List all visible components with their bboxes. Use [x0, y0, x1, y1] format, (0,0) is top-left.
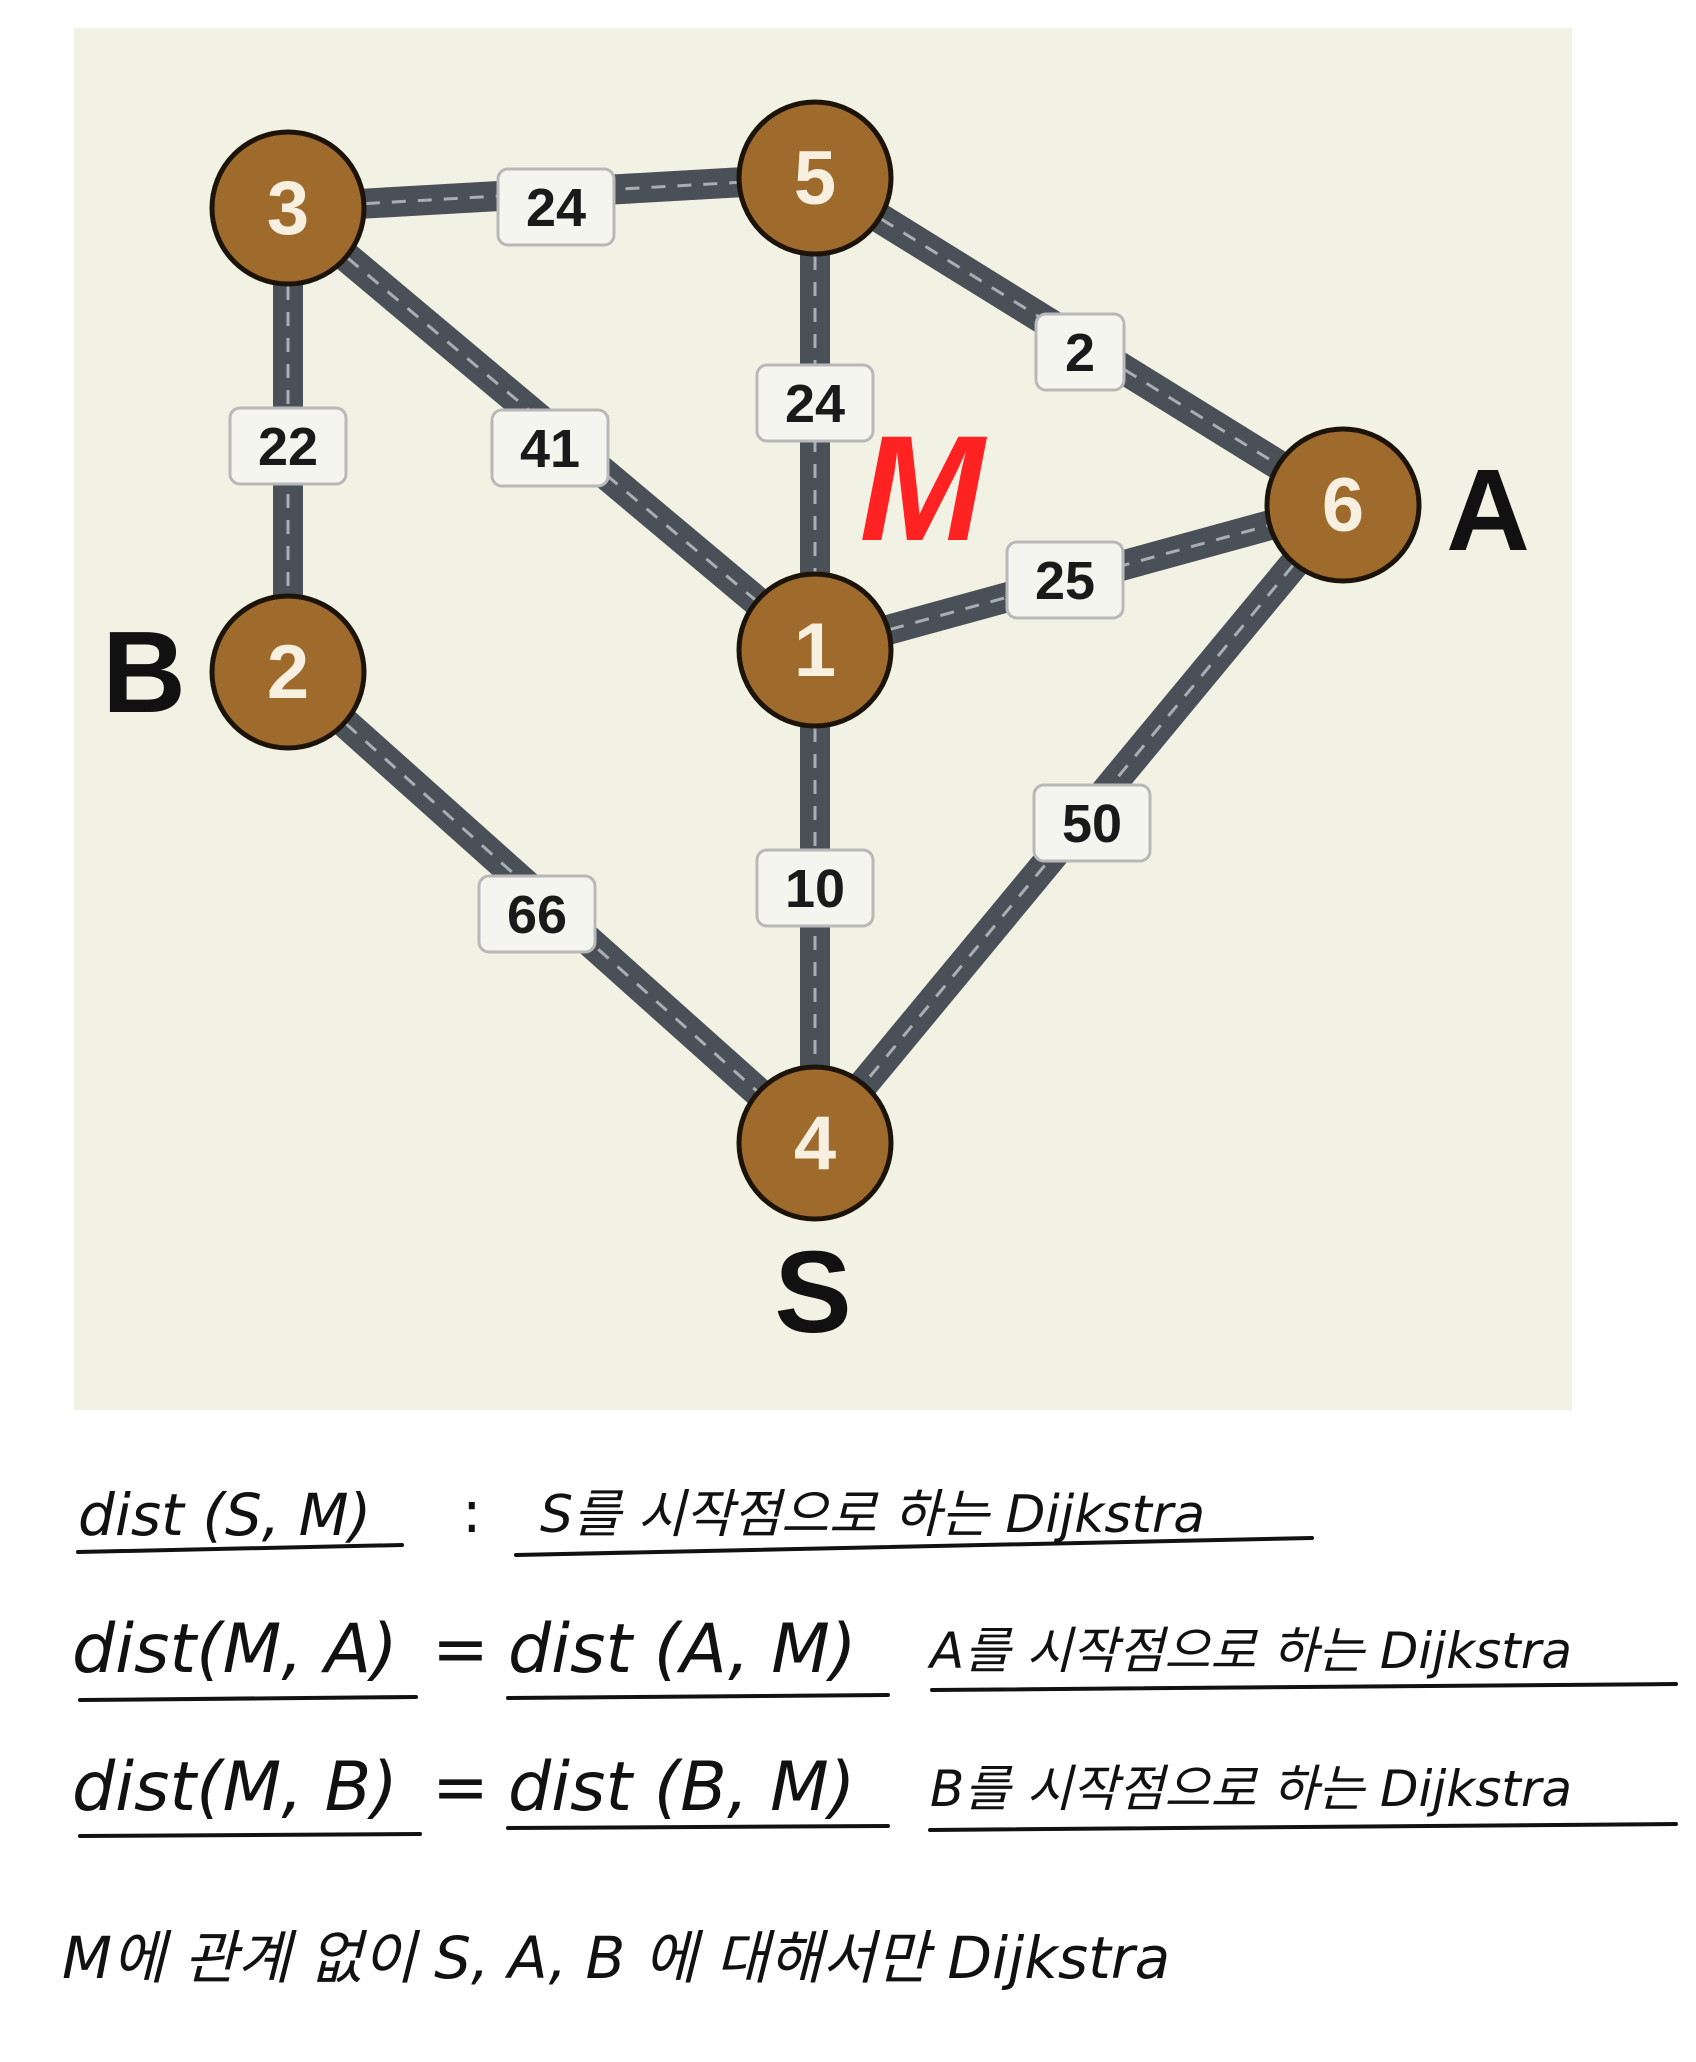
node-6: 6: [1264, 426, 1422, 584]
node-label: 2: [267, 630, 309, 715]
edge-weight-label: 66: [507, 885, 567, 945]
edge-weight-label: 24: [785, 374, 845, 434]
edge-2-4: 66: [278, 660, 825, 1155]
edge-weight-box: [755, 848, 875, 928]
edge-weight-label: 22: [258, 417, 318, 477]
edge-weight-box: [1005, 540, 1125, 620]
tag-A: A: [1446, 445, 1530, 575]
edge-weight-box: [1034, 312, 1126, 392]
edge-1-6: 25: [811, 490, 1347, 665]
tag-B: B: [102, 607, 186, 737]
edge-6-4: 50: [803, 495, 1355, 1153]
tag-M: M: [860, 404, 988, 572]
node-label: 3: [267, 166, 309, 251]
edge-weight-label: 24: [526, 178, 586, 238]
node-label: 4: [794, 1101, 836, 1186]
edge-weight-box: [477, 874, 597, 954]
node-3: 3: [209, 129, 367, 287]
node-label: 5: [794, 136, 836, 221]
nodes-layer: 1 2 3 4 5 6: [209, 99, 1422, 1222]
edge-weight-label: 25: [1035, 551, 1095, 611]
edge-weight-label: 10: [785, 859, 845, 919]
edge-5-6: 2: [807, 165, 1351, 518]
node-label: 1: [794, 608, 836, 693]
edge-weight-label: 41: [520, 419, 580, 479]
edge-weight-box: [228, 406, 348, 486]
edge-1-4: 10: [755, 650, 875, 1143]
node-1: 1: [736, 571, 894, 729]
edges-layer: 24 22 41 24 2 25 10 66 50: [228, 163, 1355, 1155]
edge-weight-box: [755, 363, 875, 443]
edge-3-1: 41: [278, 196, 825, 662]
tag-S: S: [774, 1227, 851, 1357]
edge-5-1: 24: [755, 178, 875, 650]
node-2: 2: [209, 593, 367, 751]
edge-weight-box: [490, 408, 610, 488]
node-label: 6: [1322, 463, 1364, 548]
edge-weight-label: 2: [1065, 323, 1095, 383]
edge-weight-box: [1032, 783, 1152, 863]
edge-weight-label: 50: [1062, 794, 1122, 854]
node-4: 4: [736, 1064, 894, 1222]
edge-3-5: 24: [287, 163, 816, 247]
edge-weight-box: [496, 167, 616, 247]
node-5: 5: [736, 99, 894, 257]
